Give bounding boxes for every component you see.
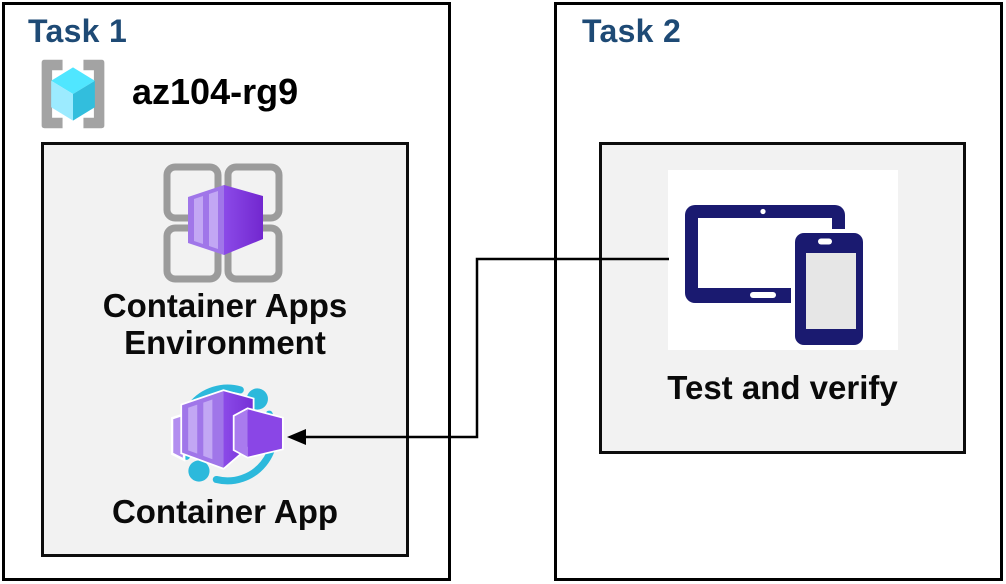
container-app-icon: [171, 384, 284, 485]
container-apps-environment-icon: [163, 163, 283, 283]
environment-label: Container Apps Environment: [41, 287, 409, 361]
task2-title: Task 2: [582, 13, 682, 49]
container-app-label: Container App: [111, 493, 339, 530]
task1-title: Task 1: [28, 13, 128, 49]
resource-group-icon: [41, 59, 105, 129]
test-and-verify-label: Test and verify: [667, 369, 898, 406]
environment-label-line2: Environment: [124, 324, 326, 361]
environment-label-line1: Container Apps: [102, 287, 348, 324]
resource-group-name: az104-rg9: [132, 71, 299, 112]
devices-icon: [685, 205, 867, 349]
devices-icon-plate: [668, 170, 898, 350]
